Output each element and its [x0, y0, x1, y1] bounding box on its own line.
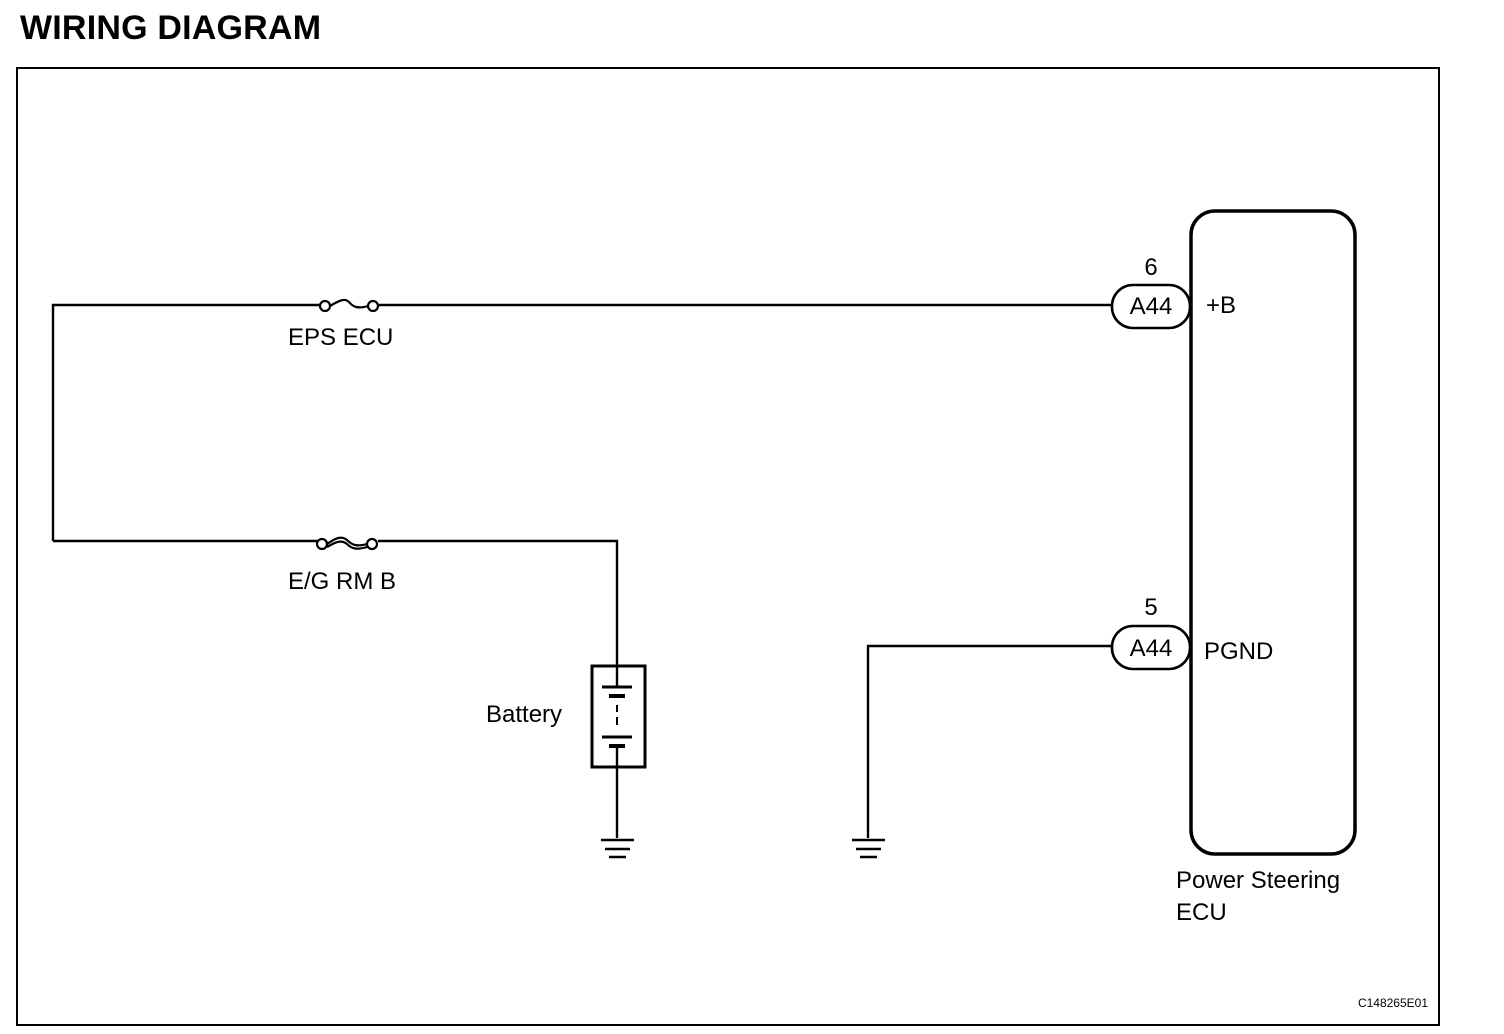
terminal-plus-b: +B [1206, 292, 1236, 319]
page-title: WIRING DIAGRAM [20, 9, 322, 47]
ecu-label-line1: Power Steering [1176, 867, 1340, 894]
wire-pgnd [866, 644, 1112, 838]
connector-pin-number: 5 [1144, 594, 1157, 621]
connector-id: A44 [1130, 293, 1173, 320]
fuse-eps-ecu [318, 298, 380, 313]
connector-pin-number: 6 [1144, 254, 1157, 281]
battery-symbol [590, 664, 647, 769]
power-steering-ecu-box [1189, 209, 1357, 856]
diagram-frame [16, 67, 1440, 1026]
battery-label: Battery [486, 701, 562, 728]
ground-icon [852, 838, 885, 859]
ecu-label-line2: ECU [1176, 899, 1227, 926]
connector-id: A44 [1130, 635, 1173, 662]
fuse-eg-rm-b [315, 536, 379, 551]
figure-code: C148265E01 [1358, 996, 1428, 1010]
ground-icon [601, 838, 634, 859]
fuse-eg-rm-b-label: E/G RM B [288, 568, 396, 595]
wire-battery [53, 539, 619, 838]
wire-plus-b [51, 303, 1112, 541]
terminal-pgnd: PGND [1204, 638, 1273, 665]
fuse-eps-ecu-label: EPS ECU [288, 324, 393, 351]
